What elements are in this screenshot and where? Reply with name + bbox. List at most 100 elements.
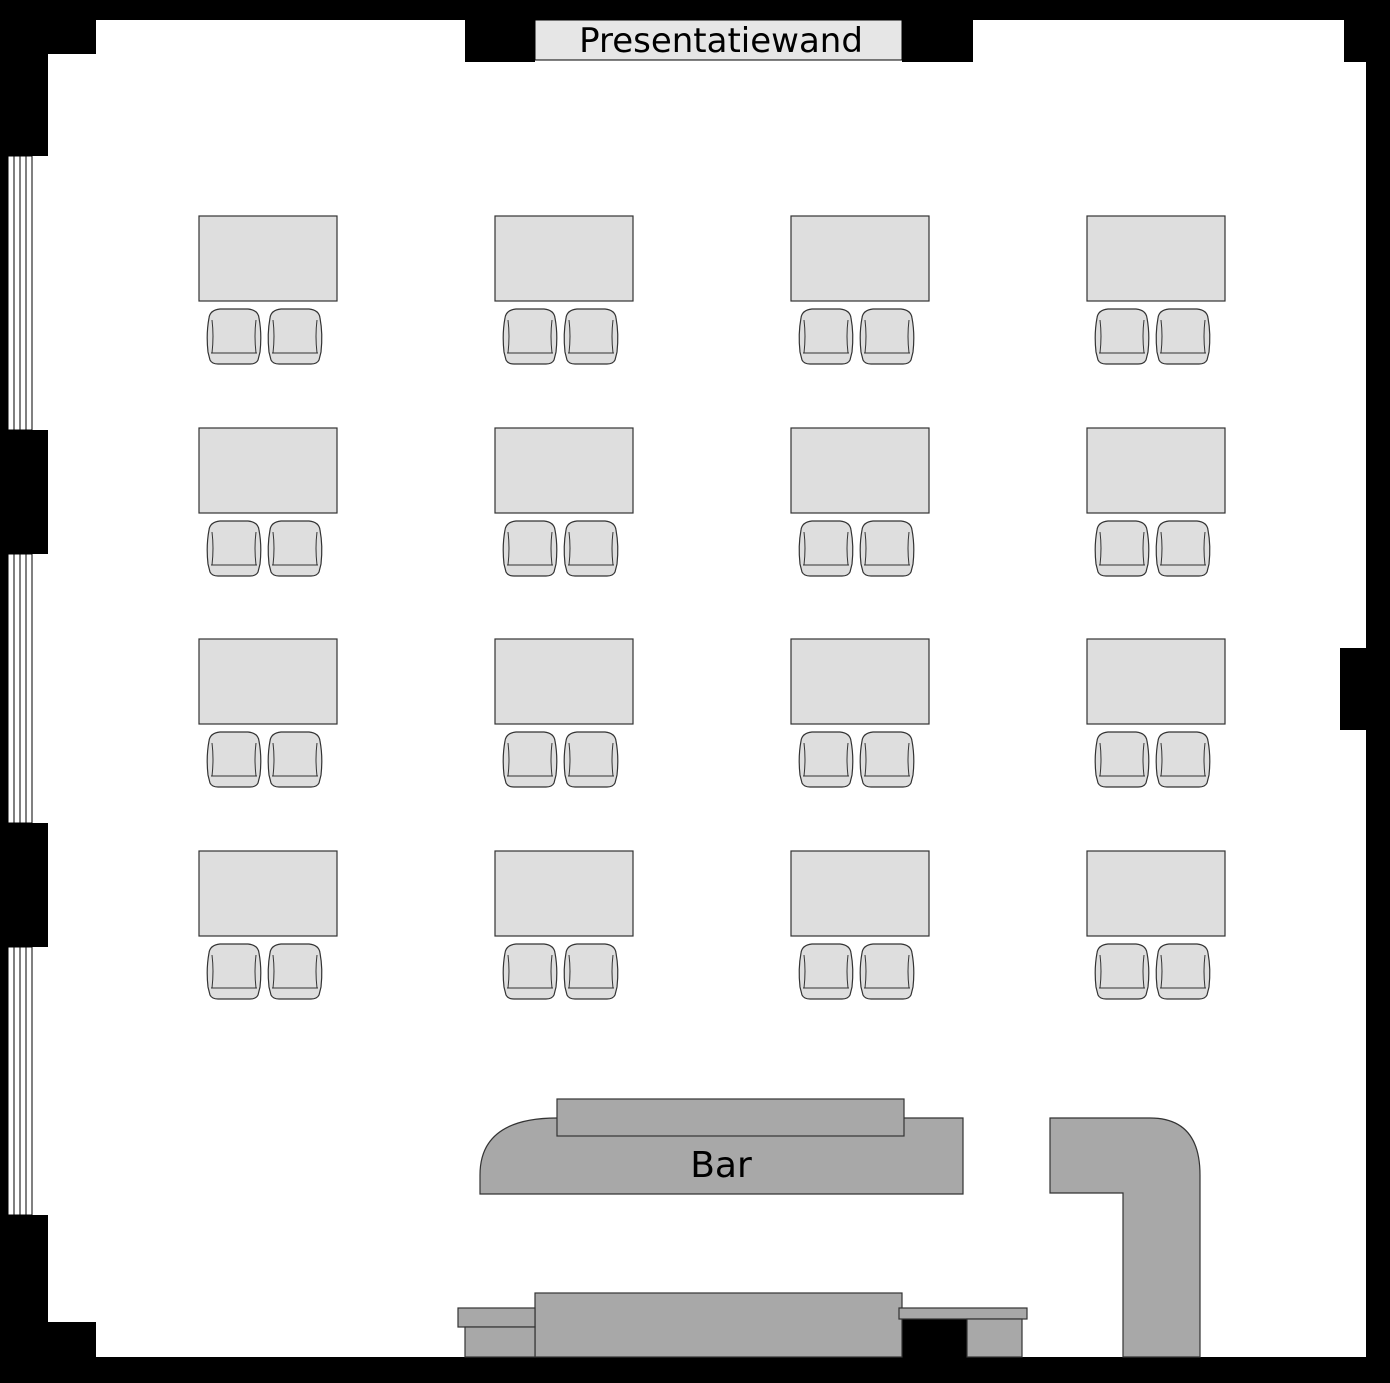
table-group	[790, 215, 930, 365]
chair-arm-right	[254, 319, 257, 354]
chair-arm-left	[1160, 319, 1163, 354]
bar	[457, 1098, 1201, 1358]
chair	[502, 520, 558, 577]
chair-arm-left	[211, 742, 214, 777]
corner-top-right	[1344, 0, 1390, 62]
chair	[1094, 520, 1150, 577]
chair-arm-left	[1099, 742, 1102, 777]
chair-arm-right	[907, 531, 910, 566]
chair	[563, 943, 619, 1000]
chair	[859, 731, 915, 788]
chair-arm-left	[211, 319, 214, 354]
chair-arm-left	[803, 319, 806, 354]
table-group	[1086, 850, 1226, 1000]
chair-arm-right	[1203, 954, 1206, 989]
pillar-left-2	[0, 823, 48, 947]
chair-arm-right	[907, 742, 910, 777]
chair	[798, 731, 854, 788]
chair-arm-right	[550, 531, 553, 566]
chair-arm-right	[611, 531, 614, 566]
chair-arm-right	[1142, 742, 1145, 777]
bar-label: Bar	[690, 1145, 752, 1186]
chair	[206, 731, 262, 788]
table	[494, 850, 634, 937]
table	[494, 215, 634, 302]
chair-arm-left	[272, 742, 275, 777]
window-mullions	[13, 156, 27, 1215]
chair-arm-right	[846, 742, 849, 777]
pillar-right	[1340, 648, 1390, 730]
chair	[859, 943, 915, 1000]
table	[1086, 215, 1226, 302]
chair	[1094, 731, 1150, 788]
chair	[267, 943, 323, 1000]
wall-block-top-left	[465, 0, 535, 62]
chair	[502, 308, 558, 365]
wall-bottom	[0, 1357, 1390, 1383]
table	[790, 638, 930, 725]
chair-arm-left	[1160, 531, 1163, 566]
chair	[563, 731, 619, 788]
chair-arm-left	[507, 531, 510, 566]
chair-arm-left	[1160, 742, 1163, 777]
table-group	[1086, 215, 1226, 365]
bar-back-shelf	[556, 1098, 905, 1137]
chair-arm-left	[272, 954, 275, 989]
table-group	[198, 427, 338, 577]
chair	[1155, 731, 1211, 788]
chair-arm-right	[254, 954, 257, 989]
side-shelf-right	[898, 1307, 1028, 1320]
table-group	[494, 638, 634, 788]
table	[198, 215, 338, 302]
chair-arm-right	[550, 742, 553, 777]
table	[790, 427, 930, 514]
chair	[798, 943, 854, 1000]
chair-arm-left	[864, 742, 867, 777]
chair-arm-left	[568, 319, 571, 354]
chair-arm-right	[254, 742, 257, 777]
presentation-wall: Presentatiewand	[534, 19, 903, 61]
seating-area	[198, 215, 1226, 1000]
table-group	[790, 850, 930, 1000]
chair	[1155, 520, 1211, 577]
table	[494, 427, 634, 514]
chair-arm-right	[254, 531, 257, 566]
chair	[267, 520, 323, 577]
presentation-wall-panel	[534, 19, 903, 61]
pillar-left-1	[0, 430, 48, 554]
chair-arm-left	[507, 319, 510, 354]
table-group	[198, 638, 338, 788]
chair-arm-left	[803, 531, 806, 566]
pillar-top-left	[0, 0, 48, 156]
chair-arm-left	[272, 531, 275, 566]
chair	[798, 308, 854, 365]
chair-arm-left	[864, 954, 867, 989]
chair-arm-right	[315, 319, 318, 354]
chair	[1155, 943, 1211, 1000]
table-group	[494, 850, 634, 1000]
wall-left	[0, 0, 8, 1383]
chair-arm-right	[550, 319, 553, 354]
wall-block-bottom	[900, 1318, 967, 1383]
chair	[563, 308, 619, 365]
chair-arm-left	[507, 742, 510, 777]
table-group	[198, 850, 338, 1000]
table	[198, 638, 338, 725]
chair-arm-left	[1099, 319, 1102, 354]
chair-arm-right	[846, 319, 849, 354]
table	[790, 850, 930, 937]
chair-arm-right	[315, 531, 318, 566]
chair-arm-right	[611, 742, 614, 777]
bottom-counter	[534, 1292, 903, 1358]
chair-arm-right	[907, 319, 910, 354]
chair-arm-right	[1142, 319, 1145, 354]
chair-arm-left	[211, 954, 214, 989]
chair-arm-left	[568, 742, 571, 777]
chair	[563, 520, 619, 577]
chair	[206, 943, 262, 1000]
chair	[1094, 308, 1150, 365]
chair-arm-right	[1203, 319, 1206, 354]
chair-arm-right	[846, 531, 849, 566]
wall-top	[0, 0, 1390, 20]
chair-arm-right	[611, 319, 614, 354]
